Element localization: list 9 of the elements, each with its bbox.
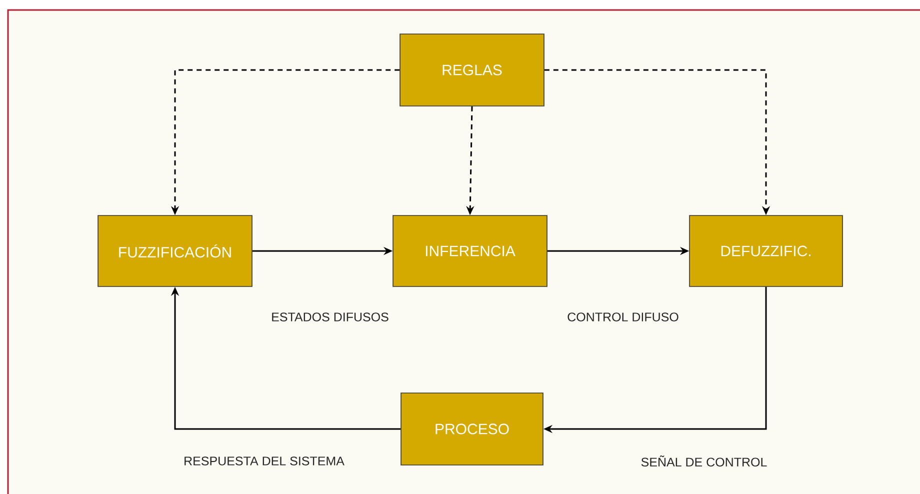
process-box: INFERENCIA	[392, 215, 548, 287]
process-box: FUZZIFICACIÓN	[98, 215, 252, 287]
process-box: PROCESO	[400, 392, 544, 466]
edge-label: ESTADOS DIFUSOS	[270, 312, 390, 322]
edge-label: CONTROL DIFUSO	[566, 312, 680, 322]
process-box: REGLAS	[400, 34, 544, 106]
edge-label: SEÑAL DE CONTROL	[640, 454, 768, 468]
edge-label: RESPUESTA DEL SISTEMA	[182, 456, 346, 466]
process-box: DEFUZZIFIC.	[689, 215, 843, 287]
